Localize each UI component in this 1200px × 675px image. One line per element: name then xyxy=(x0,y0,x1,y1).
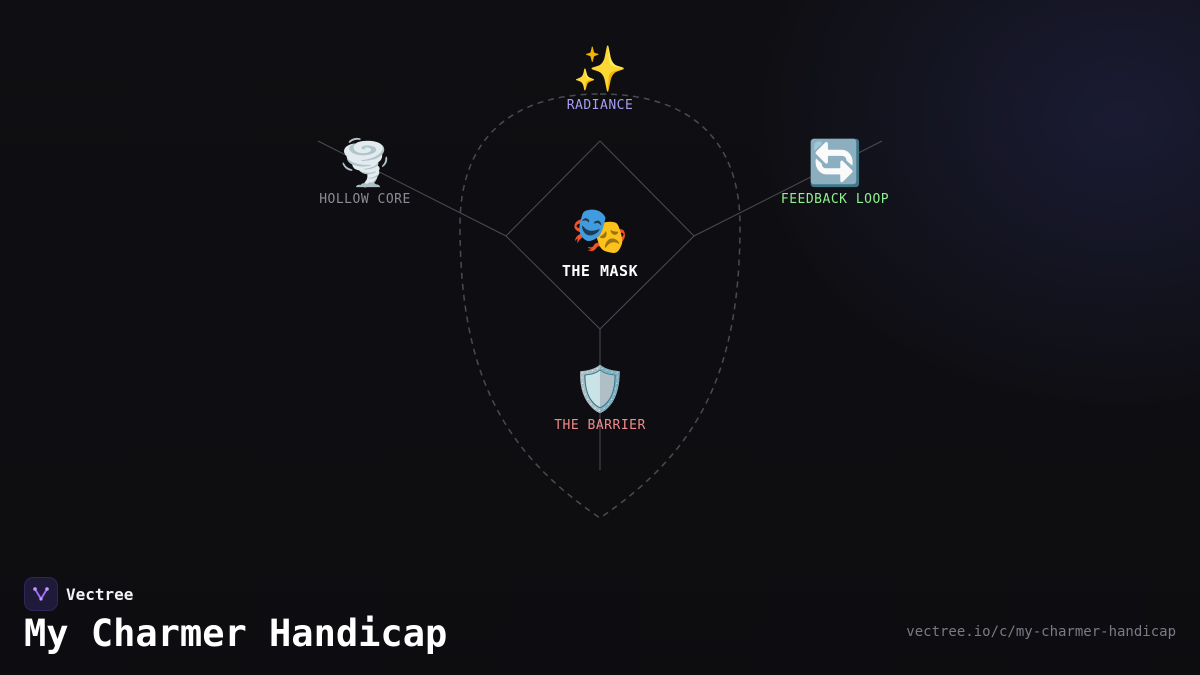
theater-masks-icon: 🎭 xyxy=(571,203,629,257)
connector-feedback-loop xyxy=(693,140,883,237)
page-url[interactable]: vectree.io/c/my-charmer-handicap xyxy=(906,624,1176,640)
tornado-icon: 🌪️ xyxy=(337,138,393,189)
brand-name: Vectree xyxy=(66,584,134,604)
node-label: RADIANCE xyxy=(566,98,634,113)
node-radiance[interactable]: ✨ RADIANCE xyxy=(566,44,634,114)
page-title: My Charmer Handicap xyxy=(24,612,448,655)
shield-outline xyxy=(459,93,741,519)
node-label: FEEDBACK LOOP xyxy=(780,192,890,207)
node-label: THE BARRIER xyxy=(554,418,646,433)
cycle-arrows-icon: 🔄 xyxy=(807,138,863,189)
vectree-logo-icon xyxy=(24,577,58,611)
sparkles-icon: ✨ xyxy=(572,44,628,95)
node-label: HOLLOW CORE xyxy=(319,192,411,207)
connector-hollow-core xyxy=(317,140,507,237)
node-hollow-core[interactable]: 🌪️ HOLLOW CORE xyxy=(319,138,411,208)
node-the-barrier[interactable]: 🛡️ THE BARRIER xyxy=(554,364,646,434)
brand[interactable]: Vectree xyxy=(24,577,133,611)
node-label: THE MASK xyxy=(561,262,639,280)
node-the-mask[interactable]: 🎭 THE MASK xyxy=(562,204,638,280)
shield-icon: 🛡️ xyxy=(572,364,628,415)
node-feedback-loop[interactable]: 🔄 FEEDBACK LOOP xyxy=(780,138,890,208)
